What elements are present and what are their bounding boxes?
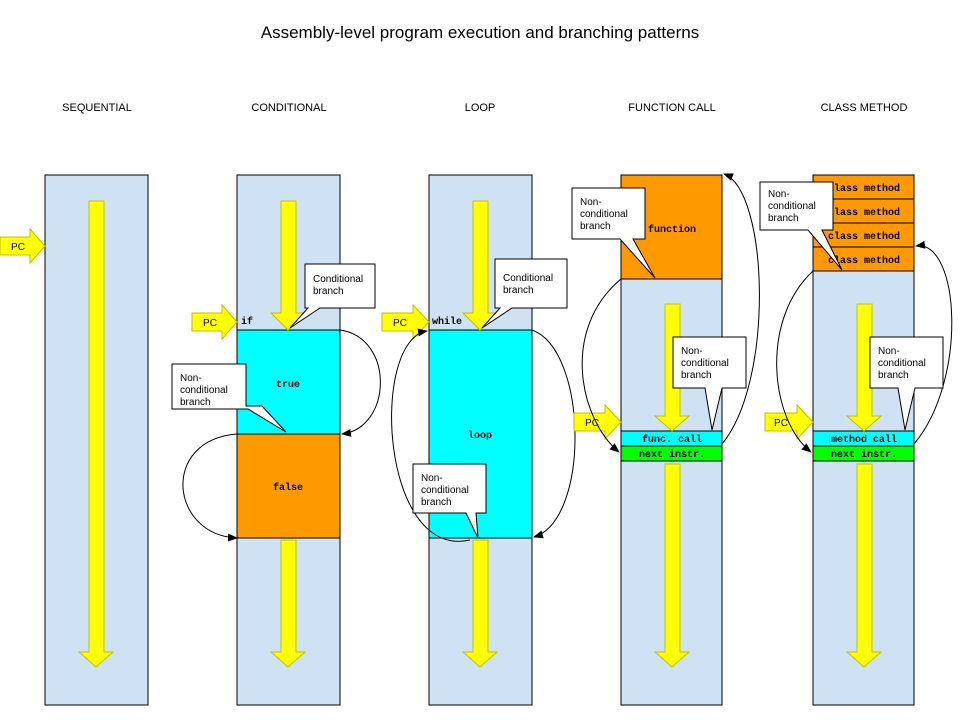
svg-text:PC: PC bbox=[11, 242, 25, 253]
diagram-title: Assembly-level program execution and bra… bbox=[261, 23, 699, 42]
pc-pointer: PC bbox=[381, 303, 430, 341]
next-instr-label: next instr. bbox=[639, 449, 705, 461]
false-block bbox=[236, 433, 341, 539]
func-call-label: func. call bbox=[642, 434, 702, 446]
class-method-label: class method bbox=[828, 231, 900, 243]
column-header: SEQUENTIAL bbox=[62, 102, 132, 114]
flow-arrow bbox=[77, 200, 115, 668]
method-call-label: method call bbox=[831, 434, 897, 446]
branch-arrow-conditional bbox=[339, 329, 381, 437]
flow-arrow bbox=[653, 463, 691, 668]
svg-text:PC: PC bbox=[585, 418, 599, 429]
column-header: CLASS METHOD bbox=[821, 102, 908, 114]
column-header: FUNCTION CALL bbox=[628, 102, 715, 114]
column-header: CONDITIONAL bbox=[251, 102, 326, 114]
true-block bbox=[236, 329, 341, 435]
class-method-label: class method bbox=[828, 183, 900, 195]
svg-text:PC: PC bbox=[393, 318, 407, 329]
flow-arrow bbox=[845, 463, 883, 668]
next-instr-label: next instr. bbox=[831, 449, 897, 461]
column-class-method: CLASS METHOD class method class method c… bbox=[759, 102, 953, 706]
pc-pointer: PC bbox=[0, 227, 46, 265]
flow-arrow bbox=[845, 303, 883, 432]
call-arrow bbox=[721, 173, 760, 445]
return-arrow bbox=[581, 278, 622, 453]
flow-arrow bbox=[269, 539, 307, 668]
branch-arrow-unconditional bbox=[391, 328, 471, 542]
while-keyword: while bbox=[432, 316, 462, 328]
svg-text:PC: PC bbox=[203, 318, 217, 329]
column-header: LOOP bbox=[465, 102, 496, 114]
function-block-label: function bbox=[648, 224, 696, 236]
class-method-label: class method bbox=[828, 255, 900, 267]
if-keyword: if bbox=[241, 316, 253, 328]
loop-block-label: loop bbox=[468, 430, 492, 442]
flow-arrow bbox=[653, 303, 691, 432]
branch-arrow-unconditional bbox=[182, 433, 238, 542]
call-arrow bbox=[913, 240, 953, 445]
flow-arrow bbox=[461, 539, 499, 668]
column-sequential: SEQUENTIAL PC bbox=[0, 102, 149, 706]
column-function-call: FUNCTION CALL function func. call next i… bbox=[571, 102, 760, 706]
column-conditional: CONDITIONAL true false if PC Conditional… bbox=[171, 102, 381, 706]
class-method-label: class method bbox=[828, 207, 900, 219]
pc-pointer: PC bbox=[573, 403, 622, 441]
false-block-label: false bbox=[273, 482, 303, 494]
next-instr-block bbox=[620, 445, 723, 462]
svg-text:PC: PC bbox=[774, 418, 788, 429]
return-arrow bbox=[776, 270, 814, 453]
true-block-label: true bbox=[276, 380, 300, 391]
branch-arrow-conditional bbox=[531, 329, 576, 539]
next-instr-block bbox=[812, 445, 915, 462]
pc-pointer: PC bbox=[191, 303, 238, 341]
